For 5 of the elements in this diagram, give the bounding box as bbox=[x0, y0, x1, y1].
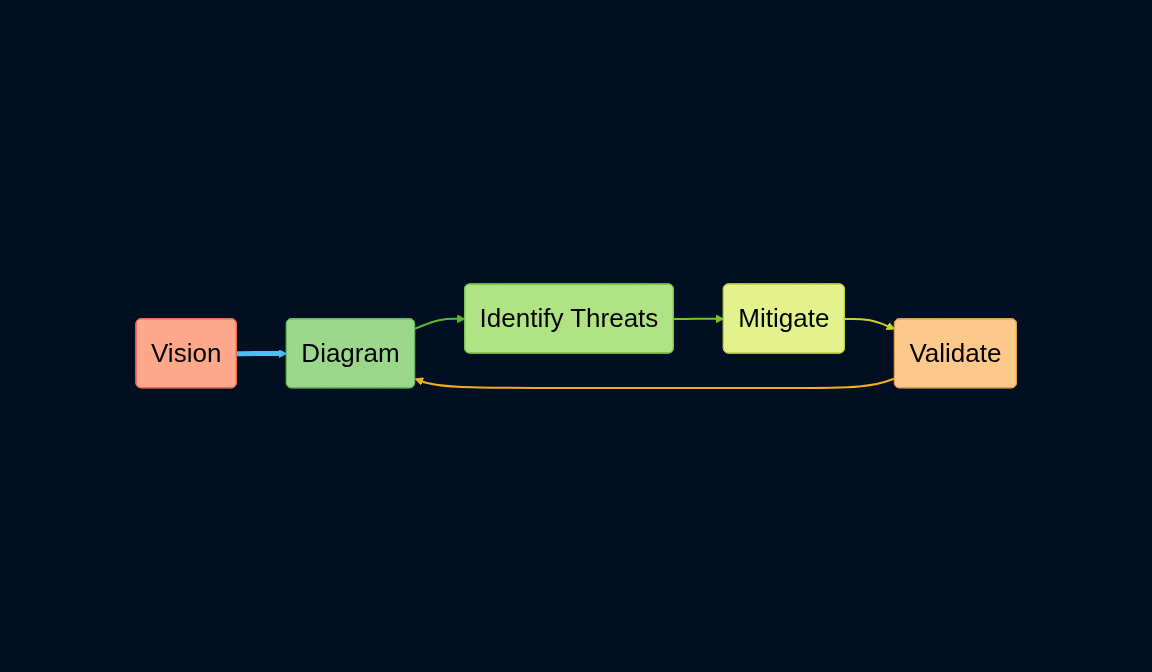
arrow bbox=[843, 317, 896, 331]
arrow bbox=[236, 349, 288, 358]
arrow bbox=[414, 377, 896, 389]
arrow bbox=[413, 314, 466, 330]
arrow bbox=[672, 314, 725, 324]
